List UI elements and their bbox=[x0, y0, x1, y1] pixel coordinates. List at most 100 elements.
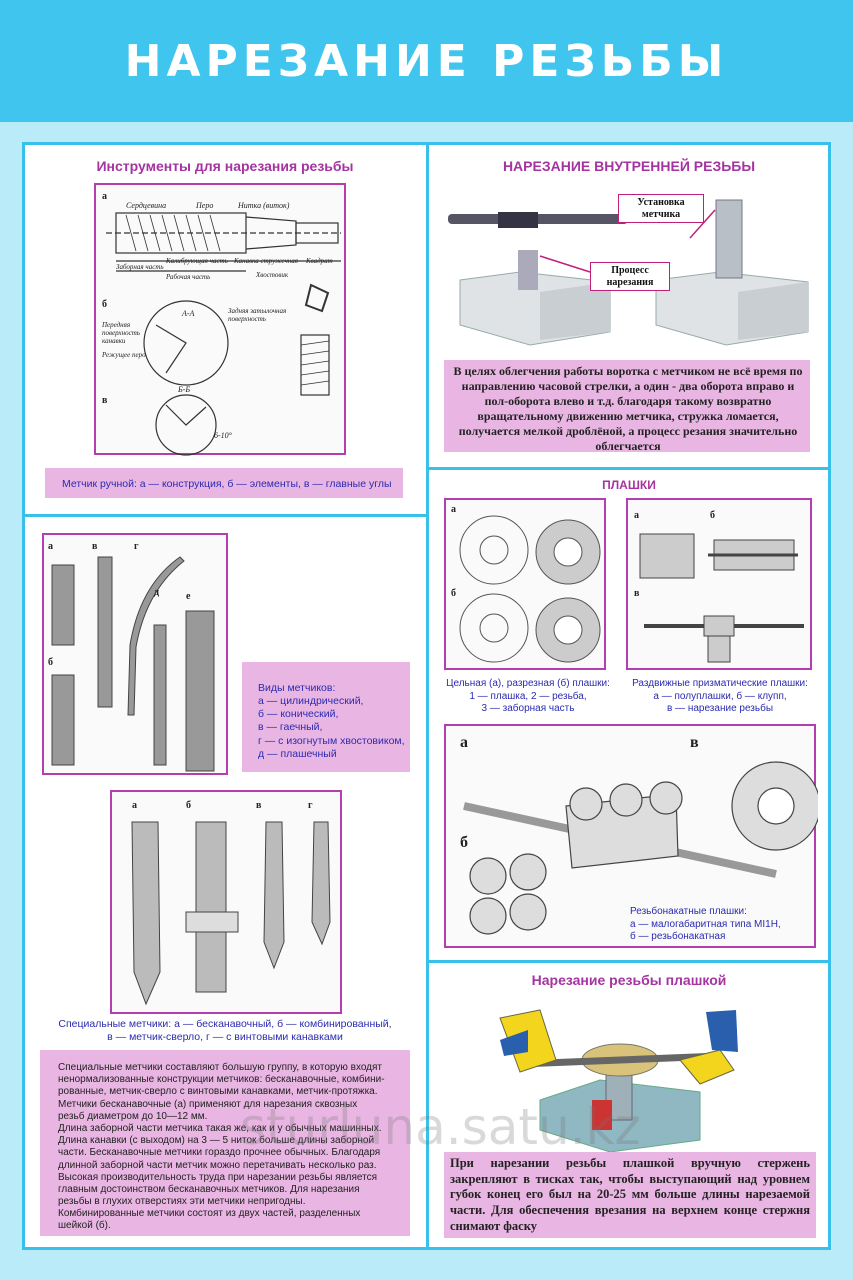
special-text-line: шейкой (б). bbox=[58, 1220, 111, 1232]
special-text-line: Длина канавки (с выходом) на 3 — 5 ниток… bbox=[58, 1135, 375, 1147]
sliding-dies-caption-line: а — полуплашки, б — клупп, bbox=[653, 690, 787, 702]
special-text-line: резьбы в глухих отверстиях эти метчики н… bbox=[58, 1196, 306, 1208]
special-text-line: части. Бесканавочные метчики гораздо про… bbox=[58, 1147, 381, 1159]
roll-dies-drawing bbox=[463, 761, 818, 935]
label-cutting-feather: Режущее перо bbox=[102, 351, 146, 359]
roll-dies-caption-line: а — малогабаритная типа МI1Н, bbox=[630, 918, 781, 930]
roll-dies-caption-line: Резьбонакатные плашки: bbox=[630, 906, 747, 917]
solid-dies-drawing bbox=[459, 515, 601, 663]
watermark: sturluna.satu.kz bbox=[240, 1098, 641, 1156]
tap-types-line: г — с изогнутым хвостовиком, bbox=[258, 734, 405, 747]
special-taps-caption: Специальные метчики: а — бесканавочный, … bbox=[40, 1018, 410, 1044]
solid-die-label-b: б bbox=[451, 588, 456, 599]
divider-right-1 bbox=[426, 467, 831, 470]
special-text-line: главным достоинством бесканавочных метчи… bbox=[58, 1183, 360, 1195]
callout-install-tap: Установка метчика bbox=[618, 194, 704, 223]
tap-label-b: б bbox=[48, 657, 53, 668]
special-caption-line: Специальные метчики: а — бесканавочный, … bbox=[58, 1018, 392, 1030]
tap-label-a: а bbox=[48, 541, 53, 552]
special-text-line: Специальные метчики составляют большую г… bbox=[58, 1062, 383, 1073]
special-text-line: Высокая производительность труда при нар… bbox=[58, 1171, 378, 1183]
special-taps-drawing bbox=[131, 821, 331, 1006]
special-label-a: а bbox=[132, 800, 137, 811]
special-text-line: ненормализованные конструкции метчиков: … bbox=[58, 1074, 385, 1086]
callout-cutting-process: Процесс нарезания bbox=[590, 262, 670, 291]
label-core: Сердцевина bbox=[126, 201, 167, 210]
tap-types-drawing bbox=[51, 556, 215, 772]
die-cutting-text: При нарезании резьбы плашкой вручную сте… bbox=[450, 1156, 810, 1233]
special-caption-line: в — метчик-сверло, г — с винтовыми канав… bbox=[107, 1031, 343, 1044]
divider-left bbox=[22, 514, 429, 517]
roll-dies-caption: Резьбонакатные плашки: а — малогабаритна… bbox=[630, 906, 810, 944]
sliding-dies-caption: Раздвижные призматические плашки: а — по… bbox=[622, 678, 818, 716]
label-working: Рабочая часть bbox=[166, 273, 211, 281]
roll-die-label-b: б bbox=[460, 834, 468, 851]
tap-types-figure: а в г д е б bbox=[42, 533, 228, 775]
special-label-b: б bbox=[186, 800, 191, 811]
sliding-dies-figure: а б в bbox=[626, 498, 812, 670]
special-label-g: г bbox=[308, 800, 313, 811]
sliding-die-label-a: а bbox=[634, 510, 639, 521]
divider-vertical bbox=[426, 142, 429, 1250]
label-b: б bbox=[102, 299, 107, 310]
label-calibrating: Калибрующая часть bbox=[166, 257, 228, 265]
tap-drawing bbox=[106, 212, 341, 456]
label-front-surface: Передняя поверхность канавки bbox=[102, 321, 140, 345]
roll-dies-caption-line: б — резьбонакатная bbox=[630, 931, 726, 942]
internal-title: НАРЕЗАНИЕ ВНУТРЕННЕЙ РЕЗЬБЫ bbox=[502, 158, 756, 174]
divider-right-2 bbox=[426, 960, 831, 963]
tap-types-line: в — гаечный, bbox=[258, 721, 323, 734]
label-square: Квадрат bbox=[306, 257, 333, 265]
tap-types-caption: Виды метчиков: а — цилиндрический, б — к… bbox=[258, 682, 408, 761]
solid-dies-caption-line: 3 — заборная часть bbox=[481, 703, 575, 714]
label-a: а bbox=[102, 191, 107, 202]
solid-dies-caption-line: Цельная (а), разрезная (б) плашки: bbox=[446, 678, 610, 689]
label-groove: Канавка стружечная bbox=[234, 257, 299, 265]
instruments-caption: Метчик ручной: а — конструкция, б — элем… bbox=[62, 478, 392, 490]
internal-text: В целях облегчения работы воротка с метч… bbox=[453, 364, 803, 453]
roll-dies-figure: а в б Резьбонакатные плашки: а — малогаб… bbox=[444, 724, 818, 948]
sliding-die-label-v: в bbox=[634, 588, 640, 599]
sliding-dies-caption-line: в — нарезание резьбы bbox=[666, 703, 774, 714]
die-cutting-text-box bbox=[444, 1152, 816, 1238]
tap-label-d: д bbox=[154, 587, 160, 598]
label-back-surface: Задняя затылочная поверхность bbox=[228, 307, 287, 323]
tap-types-line: а — цилиндрический, bbox=[258, 695, 364, 708]
tap-types-line: д — плашечный bbox=[258, 747, 337, 760]
tap-label-e: е bbox=[186, 591, 191, 602]
tap-label-g: г bbox=[134, 541, 139, 552]
sliding-dies-caption-line: Раздвижные призматические плашки: bbox=[632, 678, 808, 689]
label-angle: 6-10° bbox=[214, 431, 232, 440]
dies-title: ПЛАШКИ bbox=[602, 478, 656, 492]
instruments-caption-box bbox=[45, 468, 403, 498]
roll-die-label-v: в bbox=[690, 734, 699, 751]
label-thread: Нитка (виток) bbox=[238, 201, 290, 210]
special-text-line: длинной заборной части метчик можно пере… bbox=[58, 1159, 377, 1171]
special-text-line: рованные, метчик-сверло с винтовыми кана… bbox=[58, 1086, 378, 1098]
special-text-line: резьб диаметром до 10—12 мм. bbox=[58, 1110, 208, 1122]
tap-types-line: Виды метчиков: bbox=[258, 682, 336, 694]
label-section-aa: А-А bbox=[182, 309, 195, 318]
label-feather: Перо bbox=[196, 201, 214, 210]
solid-die-label-a: а bbox=[451, 504, 456, 515]
label-shank: Хвостовик bbox=[256, 271, 289, 279]
internal-text-box bbox=[444, 360, 810, 452]
roll-die-label-a: а bbox=[460, 734, 468, 751]
label-v: в bbox=[102, 395, 108, 406]
die-cutting-title: Нарезание резьбы плашкой bbox=[531, 972, 727, 988]
instruments-title: Инструменты для нарезания резьбы bbox=[96, 158, 354, 174]
label-intake: Заборная часть bbox=[116, 263, 164, 271]
special-text-line: Комбинированные метчики состоят из двух … bbox=[58, 1208, 361, 1220]
special-text-box bbox=[40, 1050, 410, 1236]
tap-construction-figure: а б в Сердцевина Перо Нитка (виток) Забо… bbox=[94, 183, 346, 456]
solid-dies-figure: а б bbox=[444, 498, 606, 670]
special-label-v: в bbox=[256, 800, 262, 811]
sliding-die-label-b: б bbox=[710, 510, 715, 521]
tap-label-v: в bbox=[92, 541, 98, 552]
special-text-line: Метчики бесканавочные (а) применяют для … bbox=[58, 1098, 358, 1110]
header-banner: НАРЕЗАНИЕ РЕЗЬБЫ bbox=[0, 0, 853, 122]
special-text: Специальные метчики составляют большую г… bbox=[58, 1062, 404, 1233]
special-text-line: Длина заборной части метчика такая же, к… bbox=[58, 1122, 382, 1134]
sliding-dies-drawing bbox=[639, 533, 804, 663]
tap-types-caption-box bbox=[242, 662, 410, 772]
